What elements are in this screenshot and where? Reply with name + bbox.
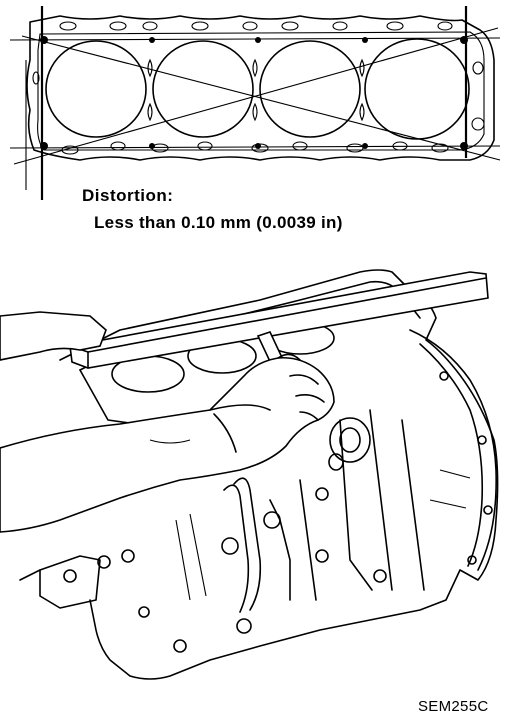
distortion-label: Distortion: bbox=[82, 186, 174, 205]
hand-and-arm bbox=[0, 311, 335, 533]
cylinder-bore-1 bbox=[45, 40, 147, 138]
measurement-lines bbox=[9, 27, 501, 165]
deck-passages bbox=[32, 21, 485, 155]
block-illustration bbox=[19, 269, 499, 680]
cylinder-bore-3 bbox=[259, 40, 361, 138]
cylinder-bore-4 bbox=[364, 38, 470, 140]
distortion-spec: Less than 0.10 mm (0.0039 in) bbox=[94, 213, 343, 232]
figure-code: SEM255C bbox=[418, 698, 489, 715]
cylinder-bore-2 bbox=[152, 40, 254, 138]
